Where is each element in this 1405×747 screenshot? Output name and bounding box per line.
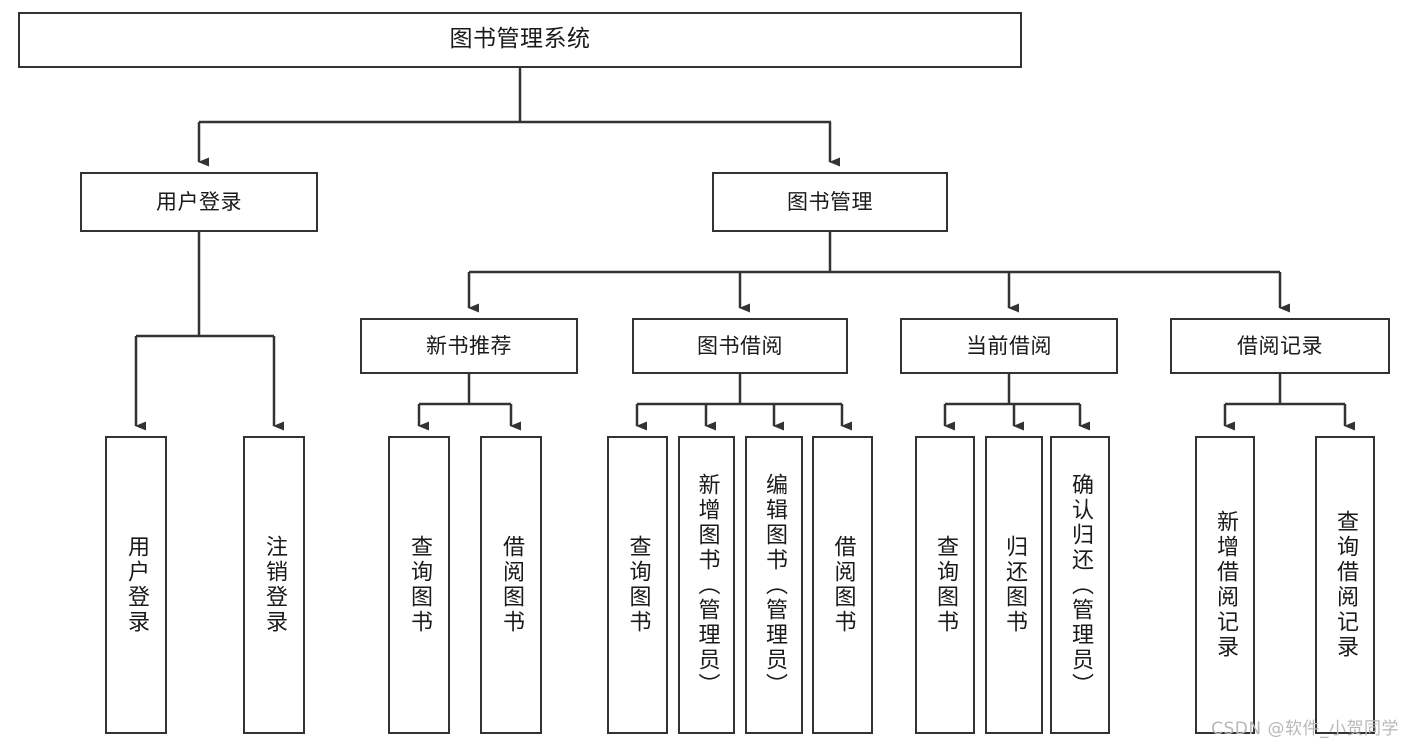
- node-root-label: 图书管理系统: [449, 26, 591, 53]
- node-leaf-query-book-recommend[interactable]: 查询图书: [388, 436, 450, 734]
- node-new-book-recommend-label: 新书推荐: [426, 333, 512, 358]
- node-leaf-add-borrow-record-label: 新增借阅记录: [1212, 510, 1238, 660]
- node-leaf-add-book[interactable]: 新增图书（管理员）: [678, 436, 735, 734]
- node-borrow-records[interactable]: 借阅记录: [1170, 318, 1390, 374]
- node-leaf-query-book-recommend-label: 查询图书: [406, 535, 432, 635]
- node-leaf-logout-label: 注销登录: [261, 535, 287, 635]
- node-leaf-confirm-return-label: 确认归还（管理员）: [1067, 472, 1093, 698]
- node-leaf-edit-book-label: 编辑图书（管理员）: [761, 472, 787, 698]
- node-leaf-confirm-return[interactable]: 确认归还（管理员）: [1050, 436, 1110, 734]
- node-leaf-borrow-book-recommend[interactable]: 借阅图书: [480, 436, 542, 734]
- node-leaf-borrow-book[interactable]: 借阅图书: [812, 436, 873, 734]
- node-leaf-borrow-book-label: 借阅图书: [830, 535, 856, 635]
- node-leaf-user-login[interactable]: 用户登录: [105, 436, 167, 734]
- node-current-borrow-label: 当前借阅: [966, 333, 1052, 358]
- node-leaf-add-borrow-record[interactable]: 新增借阅记录: [1195, 436, 1255, 734]
- node-leaf-return-book[interactable]: 归还图书: [985, 436, 1043, 734]
- node-leaf-user-login-label: 用户登录: [123, 535, 149, 635]
- node-leaf-add-book-label: 新增图书（管理员）: [694, 472, 720, 698]
- node-leaf-query-borrow-record[interactable]: 查询借阅记录: [1315, 436, 1375, 734]
- node-user-login-label: 用户登录: [156, 189, 242, 214]
- node-leaf-edit-book[interactable]: 编辑图书（管理员）: [745, 436, 803, 734]
- node-leaf-borrow-book-recommend-label: 借阅图书: [498, 535, 524, 635]
- node-leaf-query-book-current[interactable]: 查询图书: [915, 436, 975, 734]
- node-leaf-return-book-label: 归还图书: [1001, 535, 1027, 635]
- node-book-management-label: 图书管理: [787, 189, 873, 214]
- node-leaf-query-book-borrow[interactable]: 查询图书: [607, 436, 668, 734]
- node-book-borrow-label: 图书借阅: [697, 333, 783, 358]
- node-leaf-query-book-current-label: 查询图书: [932, 535, 958, 635]
- node-leaf-logout[interactable]: 注销登录: [243, 436, 305, 734]
- csdn-watermark: CSDN @软件_小贺同学: [1211, 719, 1399, 739]
- node-current-borrow[interactable]: 当前借阅: [900, 318, 1118, 374]
- node-root[interactable]: 图书管理系统: [18, 12, 1022, 68]
- node-user-login[interactable]: 用户登录: [80, 172, 318, 232]
- node-book-management[interactable]: 图书管理: [712, 172, 948, 232]
- node-leaf-query-borrow-record-label: 查询借阅记录: [1332, 510, 1358, 660]
- node-book-borrow[interactable]: 图书借阅: [632, 318, 848, 374]
- node-leaf-query-book-borrow-label: 查询图书: [625, 535, 651, 635]
- node-new-book-recommend[interactable]: 新书推荐: [360, 318, 578, 374]
- node-borrow-records-label: 借阅记录: [1237, 333, 1323, 358]
